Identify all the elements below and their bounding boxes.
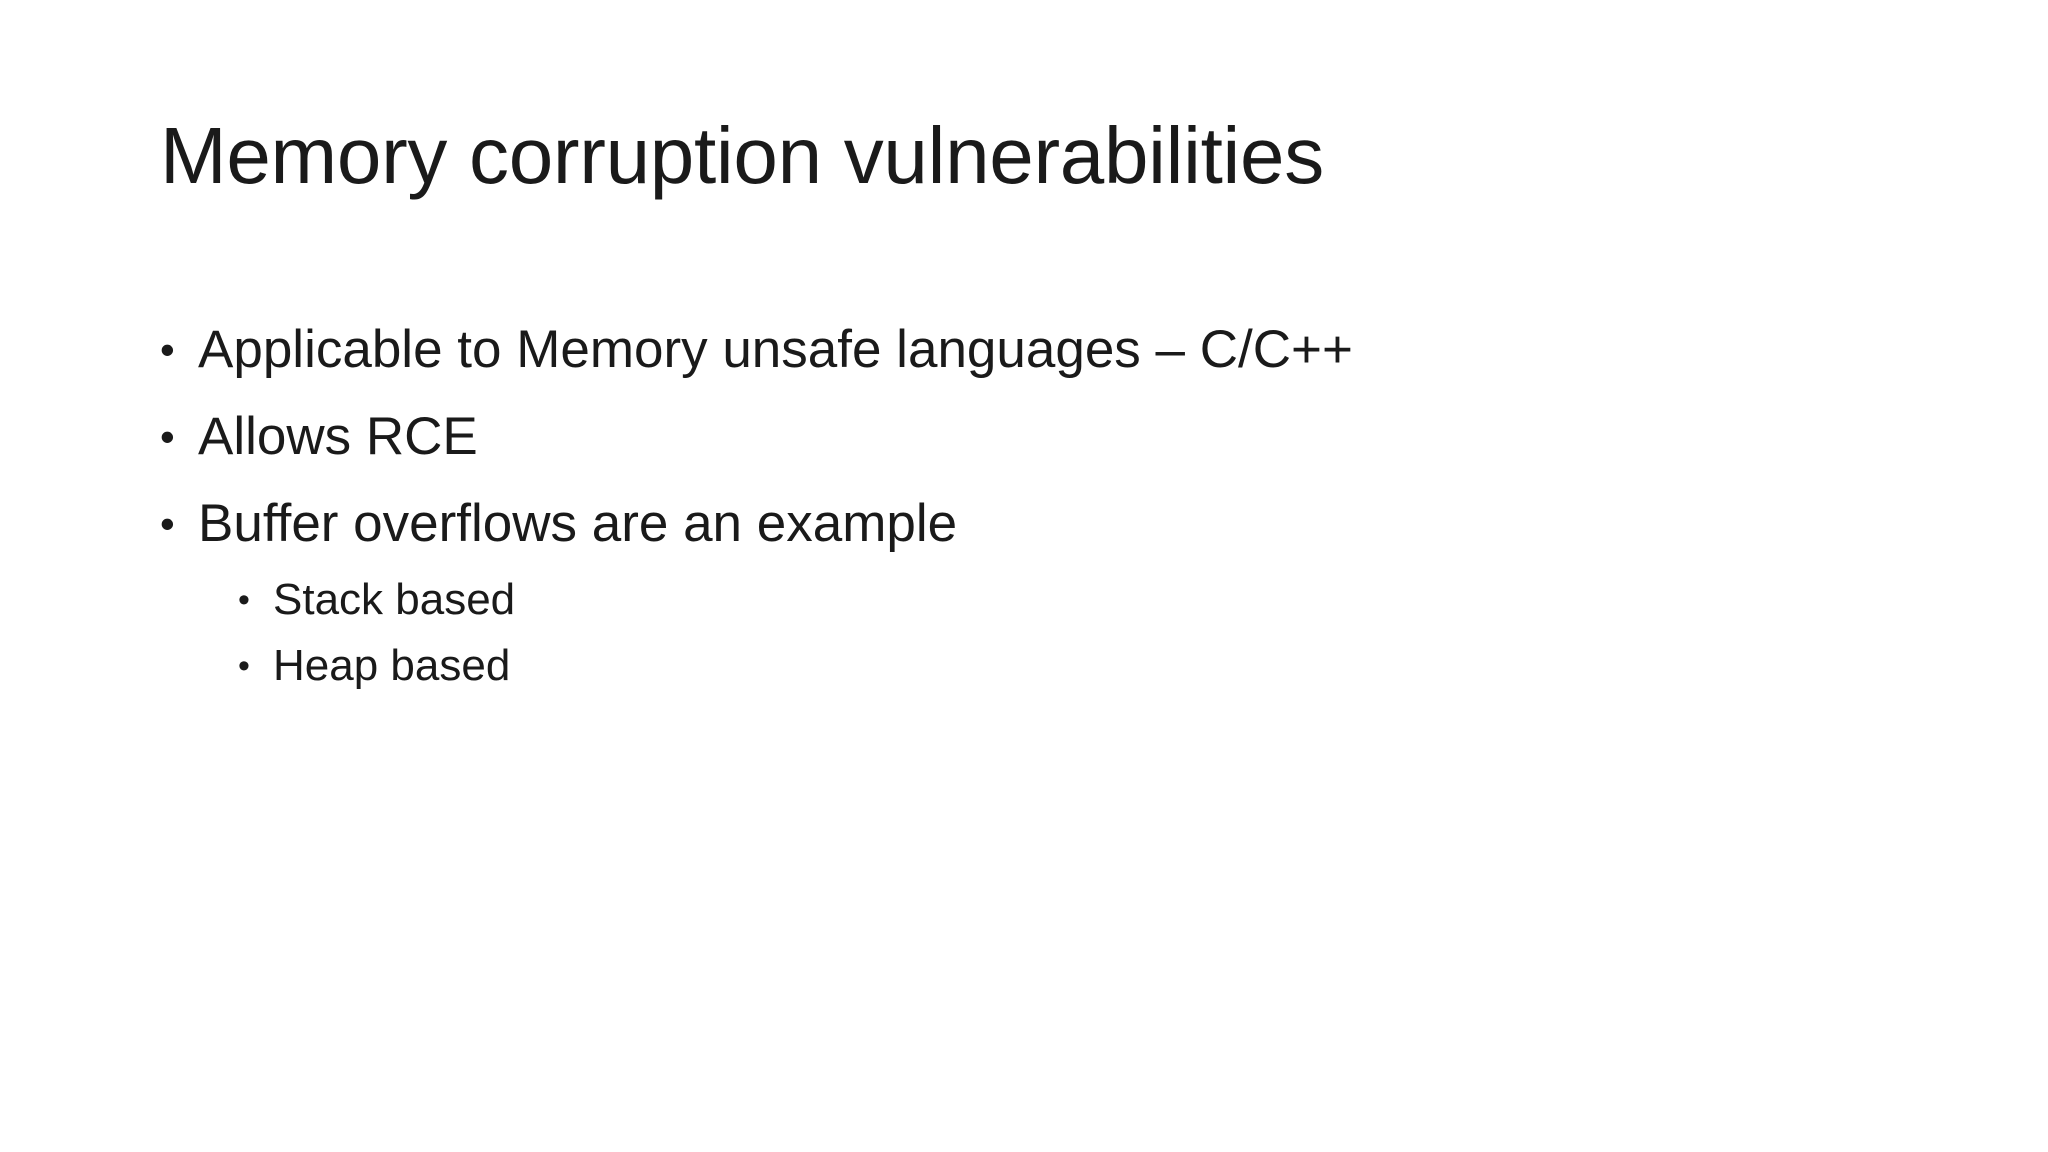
bullet-point-icon: •: [160, 326, 175, 373]
bullet-point-icon: •: [238, 581, 250, 619]
bullet-item-level1[interactable]: • Buffer overflows are an example: [160, 480, 1890, 567]
bullet-point-icon: •: [160, 500, 175, 547]
bullet-text: Stack based: [273, 575, 516, 624]
slide-body-bullet-list: • Applicable to Memory unsafe languages …: [160, 306, 1890, 699]
slide-title: Memory corruption vulnerabilities: [160, 111, 1324, 200]
bullet-item-level1[interactable]: • Allows RCE: [160, 393, 1890, 480]
bullet-item-level2[interactable]: • Heap based: [160, 633, 1890, 699]
bullet-item-level2[interactable]: • Stack based: [160, 567, 1890, 633]
bullet-text: Allows RCE: [198, 407, 478, 466]
bullet-point-icon: •: [160, 413, 175, 460]
bullet-text: Applicable to Memory unsafe languages – …: [198, 320, 1353, 379]
bullet-point-icon: •: [238, 647, 250, 685]
bullet-text: Heap based: [273, 641, 511, 690]
bullet-text: Buffer overflows are an example: [198, 494, 958, 553]
bullet-item-level1[interactable]: • Applicable to Memory unsafe languages …: [160, 306, 1890, 393]
